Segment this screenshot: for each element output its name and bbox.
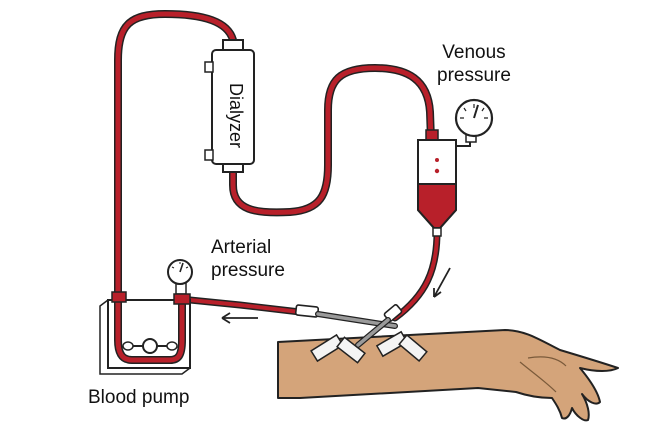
venous-drip-chamber — [417, 129, 471, 237]
blood-pump — [99, 291, 191, 375]
blood-pump-label: Blood pump — [88, 387, 190, 408]
palm-crease — [519, 356, 567, 393]
venous-needle — [355, 304, 403, 348]
dialyzer-label: Dialyzer — [226, 82, 247, 149]
venous-label-line1: Venous — [442, 42, 506, 63]
venous-pressure-label: Venous pressure — [437, 41, 511, 87]
tube-pump-to-dialyzer-fill — [115, 11, 236, 295]
flow-arrow-venous — [433, 267, 451, 298]
arterial-label-line2: pressure — [211, 260, 285, 281]
arterial-pressure-label: Arterial pressure — [211, 236, 285, 282]
flow-arrow-arterial — [221, 312, 258, 324]
tube-venous-return-fill — [393, 230, 439, 320]
dialyzer — [204, 39, 255, 173]
arterial-pressure-gauge — [167, 259, 193, 295]
venous-label-line2: pressure — [437, 65, 511, 86]
arterial-label-line1: Arterial — [211, 237, 272, 258]
tube-dialyzer-to-venous-fill — [230, 65, 434, 215]
tube-arterial-fill — [188, 298, 302, 314]
venous-pressure-gauge — [454, 98, 494, 143]
tape-strips — [310, 330, 428, 364]
